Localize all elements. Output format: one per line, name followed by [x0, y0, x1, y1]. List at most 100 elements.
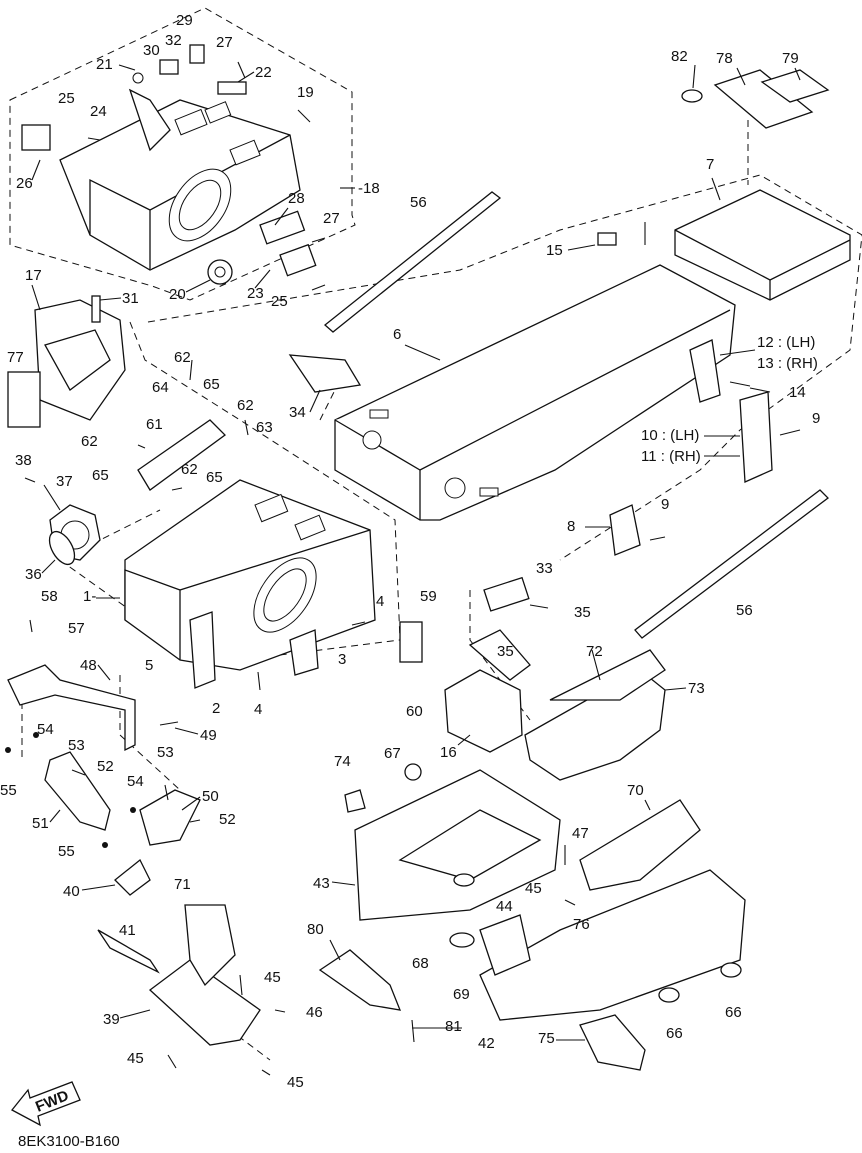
part-16-assembly: [399, 621, 531, 753]
tunnel-assembly: [334, 189, 851, 521]
callout: 48: [80, 657, 97, 674]
upper-frame-assembly: [21, 44, 317, 285]
callout: 52: [219, 811, 236, 828]
callout: 65: [203, 376, 220, 393]
callout: 43: [313, 875, 330, 892]
callout: 35: [497, 643, 514, 660]
callout: 17: [25, 267, 42, 284]
rails-56: [323, 191, 829, 639]
callout: 27: [216, 34, 233, 51]
callout: 6: [393, 326, 401, 343]
callout: 36: [25, 566, 42, 583]
callout: 63: [256, 419, 273, 436]
lower-left-parts: [7, 664, 261, 1046]
callout: 13 : (RH): [757, 355, 818, 372]
fwd-arrow: FWD: [11, 1081, 81, 1127]
callout: 56: [410, 194, 427, 211]
side-brackets: [288, 339, 773, 612]
callout: 66: [666, 1025, 683, 1042]
callout: 45: [525, 880, 542, 897]
callout: 64: [152, 379, 169, 396]
callout: 9: [661, 496, 669, 513]
callout: 55: [0, 782, 17, 799]
lower-right-panels: [318, 763, 746, 1071]
callout: 51: [32, 815, 49, 832]
callout: 65: [206, 469, 223, 486]
bracket-17: [7, 295, 126, 428]
callout-labels: 1- 2 3 4 4 5 6 7 8 9 9 10 : (LH) 11 : (R…: [0, 12, 820, 1091]
callout: 11 : (RH): [641, 448, 701, 465]
callout: 8: [567, 518, 575, 535]
callout: 47: [572, 825, 589, 842]
callout: 71: [174, 876, 191, 893]
callout: 28: [288, 190, 305, 207]
callout: 1-: [83, 588, 96, 605]
callout: 40: [63, 883, 80, 900]
drawing-code: 8EK3100-B160: [18, 1133, 120, 1150]
callout: 69: [453, 986, 470, 1003]
callout: 56: [736, 602, 753, 619]
callout: 46: [306, 1004, 323, 1021]
callout: 57: [68, 620, 85, 637]
callout: 78: [716, 50, 733, 67]
callout: 62: [81, 433, 98, 450]
callout: 9: [812, 410, 820, 427]
leader-lines: [31, 64, 801, 1041]
callout: 66: [725, 1004, 742, 1021]
callout: 72: [586, 643, 603, 660]
callout: 21: [96, 56, 113, 73]
callout: 5: [145, 657, 153, 674]
callout: 53: [68, 737, 85, 754]
callout: 82: [671, 48, 688, 65]
mounting-plate-61: [137, 419, 226, 491]
callout: 76: [573, 916, 590, 933]
callout: 41: [119, 922, 136, 939]
callout: 55: [58, 843, 75, 860]
callout: 7: [706, 156, 714, 173]
callout: 42: [478, 1035, 495, 1052]
callout: 65: [92, 467, 109, 484]
callout: 12 : (LH): [757, 334, 815, 351]
callout: 62: [237, 397, 254, 414]
callout: 75: [538, 1030, 555, 1047]
callout: 50: [202, 788, 219, 805]
callout: 61: [146, 416, 163, 433]
callout: 62: [181, 461, 198, 478]
callout: 44: [496, 898, 513, 915]
callout: 30: [143, 42, 160, 59]
callout: 79: [782, 50, 799, 67]
callout: 53: [157, 744, 174, 761]
callout: 77: [7, 349, 24, 366]
callout: 38: [15, 452, 32, 469]
callout: -18: [358, 180, 380, 197]
callout: 45: [127, 1050, 144, 1067]
callout: 52: [97, 758, 114, 775]
callout: 33: [536, 560, 553, 577]
callout: 35: [574, 604, 591, 621]
fasteners: [5, 61, 801, 1076]
decals: [597, 69, 830, 246]
callout: 14: [789, 384, 806, 401]
callout: 49: [200, 727, 217, 744]
callout: 16: [440, 744, 457, 761]
callout: 10 : (LH): [641, 427, 699, 444]
callout: 26: [16, 175, 33, 192]
callout: 54: [37, 721, 54, 738]
callout: 19: [297, 84, 314, 101]
callout: 4: [376, 593, 384, 610]
callout: 37: [56, 473, 73, 490]
callout: 60: [406, 703, 423, 720]
callout: 3: [338, 651, 346, 668]
fwd-label: FWD: [33, 1087, 71, 1116]
panels-72-73: [524, 649, 666, 781]
callout: 62: [174, 349, 191, 366]
callout: 68: [412, 955, 429, 972]
callout: 31: [122, 290, 139, 307]
callout: 27: [323, 210, 340, 227]
callout: 59: [420, 588, 437, 605]
callout: 74: [334, 753, 351, 770]
callout: 4: [254, 701, 262, 718]
callout: 45: [264, 969, 281, 986]
callout: 32: [165, 32, 182, 49]
